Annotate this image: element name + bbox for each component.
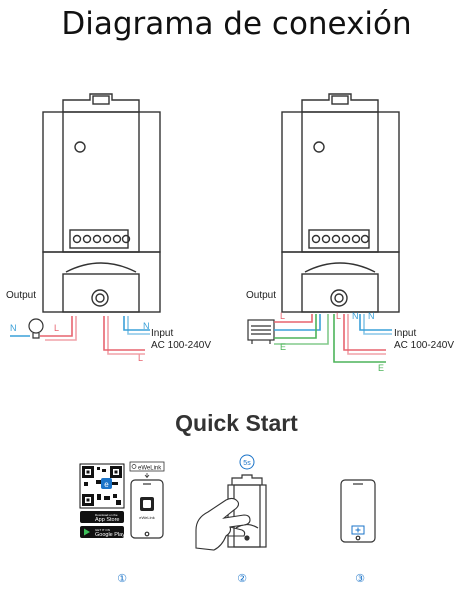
output-label-left: Output [6, 290, 36, 301]
wire-l-out: L [280, 311, 285, 321]
pairing-button-icon [330, 289, 348, 307]
output-label-right: Output [246, 290, 276, 301]
app-store-small-text: Download on the [95, 513, 118, 517]
wire-l-left: L [54, 323, 59, 333]
wire-n-out: N [352, 311, 359, 321]
wire-e-in: E [378, 363, 384, 373]
app-store-badge[interactable]: Download on the App Store [80, 511, 124, 523]
device-right [281, 93, 400, 313]
wire-l-in: L [336, 311, 341, 321]
phone-add-icon [340, 479, 376, 543]
bulb-icon [28, 318, 44, 339]
google-play-small-text: GET IT ON [95, 528, 110, 532]
input-label-right: Input [394, 328, 416, 339]
wire-n-left: N [10, 323, 17, 333]
wire-n-right: N [143, 321, 150, 331]
hand-icon [195, 497, 251, 551]
ewelink-search-box: eWeLink [129, 461, 165, 472]
ac-label-left: AC 100-240V [151, 340, 211, 351]
google-play-text: Google Play [95, 532, 125, 538]
step-2-number: ② [237, 572, 247, 585]
timer-badge: 5s [239, 454, 255, 470]
search-icon [131, 464, 137, 469]
svg-text:e: e [104, 480, 109, 489]
qr-code-icon: e [79, 463, 125, 509]
device-left [42, 93, 161, 313]
phone-icon [130, 479, 164, 539]
mount-hole-icon [313, 141, 325, 153]
page-title: Diagrama de conexión [61, 6, 412, 42]
input-label-left: Input [151, 328, 173, 339]
wiring-right [274, 314, 392, 363]
ewelink-search-text: eWeLink [138, 465, 162, 471]
wiring-left [10, 316, 150, 355]
step-3-number: ③ [355, 572, 365, 585]
wire-n-in: N [368, 311, 375, 321]
timer-label: 5s [243, 460, 251, 467]
pairing-button-icon [91, 289, 109, 307]
play-icon [84, 528, 90, 536]
step-1-number: ① [117, 572, 127, 585]
wire-l-right: L [138, 353, 143, 363]
phone-app-label: eWeLink [139, 515, 155, 520]
app-store-text: App Store [95, 517, 119, 523]
wire-e-out: E [280, 342, 286, 352]
google-play-badge[interactable]: GET IT ON Google Play [80, 526, 125, 538]
heater-icon [247, 319, 275, 344]
ac-label-right: AC 100-240V [394, 340, 454, 351]
quick-start-title: Quick Start [175, 410, 298, 436]
mount-hole-icon [74, 141, 86, 153]
